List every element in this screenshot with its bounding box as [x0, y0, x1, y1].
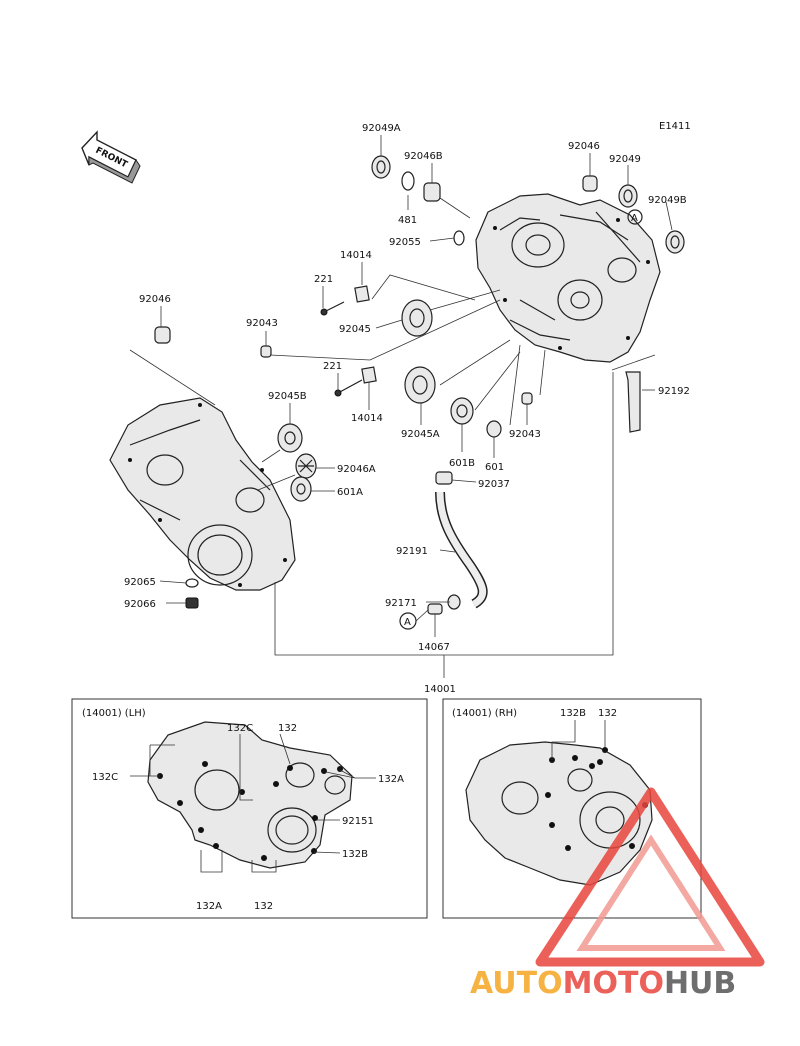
label-14014-mid: 14014	[351, 413, 383, 424]
label-92049: 92049	[609, 154, 641, 165]
svg-text:AUTOMOTOHUB: AUTOMOTOHUB	[470, 966, 736, 1001]
needle-bearing-92046A	[295, 453, 317, 479]
label-92043-right: 92043	[509, 429, 541, 440]
ball-bearing-92045B	[277, 423, 303, 453]
needle-bearing-92046B	[423, 182, 441, 202]
label-92043-left: 92043	[246, 318, 278, 329]
needle-bearing-92046-top	[582, 175, 598, 192]
plate-14014-mid	[361, 366, 377, 384]
label-92046-left: 92046	[139, 294, 171, 305]
label-92191: 92191	[396, 546, 428, 557]
right-crankcase-half	[475, 193, 661, 363]
lh-label-132B: 132B	[342, 849, 368, 860]
ball-bearing-601A	[290, 476, 312, 502]
figure-code: E1411	[659, 121, 691, 132]
pipe-92192	[625, 371, 641, 433]
lh-label-92151: 92151	[342, 816, 374, 827]
watermark-hub: HUB	[664, 966, 736, 1001]
label-92171: 92171	[385, 598, 417, 609]
label-14067: 14067	[418, 642, 450, 653]
dowel-pin-92043-right	[521, 392, 533, 405]
label-92046-top: 92046	[568, 141, 600, 152]
label-601A: 601A	[337, 487, 363, 498]
label-92046B: 92046B	[404, 151, 443, 162]
watermark-auto: AUTO	[470, 966, 563, 1001]
label-92045A: 92045A	[401, 429, 440, 440]
fitting-92037	[435, 471, 453, 485]
ball-bearing-601	[486, 420, 502, 438]
pipe-14067	[427, 603, 443, 615]
lh-inset-title: (14001) (LH)	[82, 708, 146, 719]
label-481: 481	[398, 215, 417, 226]
label-92049B: 92049B	[648, 195, 687, 206]
oil-seal-92049A	[371, 155, 391, 179]
label-92066: 92066	[124, 599, 156, 610]
ball-bearing-601B	[450, 397, 474, 425]
ball-bearing-92045A	[404, 366, 436, 404]
label-92192: 92192	[658, 386, 690, 397]
front-arrow-icon: FRONT	[81, 130, 141, 184]
label-92049A: 92049A	[362, 123, 401, 134]
label-14014-top: 14014	[340, 250, 372, 261]
label-14001: 14001	[424, 684, 456, 695]
watermark-moto: MOTO	[563, 966, 664, 1001]
label-92037: 92037	[478, 479, 510, 490]
lh-label-132C-left: 132C	[92, 772, 118, 783]
lh-label-132-top: 132	[278, 723, 297, 734]
lh-crankcase-inset: (14001) (LH) 132C 132 132C 132A 92151 13…	[71, 698, 428, 919]
label-92045B: 92045B	[268, 391, 307, 402]
circlip-481	[401, 171, 415, 191]
label-601B: 601B	[449, 458, 475, 469]
gasket-92065	[185, 578, 199, 588]
bolt-221-top	[320, 301, 345, 316]
reference-circle-a-top: A	[627, 209, 643, 225]
label-221-top: 221	[314, 274, 333, 285]
label-92055: 92055	[389, 237, 421, 248]
lh-label-132A-bottom: 132A	[196, 901, 222, 912]
oil-seal-92049B	[665, 230, 685, 254]
automotohub-watermark-logo: AUTOMOTOHUB	[470, 787, 765, 1001]
leader-lines	[129, 135, 673, 678]
left-crankcase-half	[109, 397, 296, 591]
label-601: 601	[485, 462, 504, 473]
svg-text:A: A	[404, 617, 411, 628]
lh-label-132A: 132A	[378, 774, 404, 785]
rh-label-132: 132	[598, 708, 617, 719]
label-92046A: 92046A	[337, 464, 376, 475]
lh-label-132-bottom: 132	[254, 901, 273, 912]
rh-label-132B: 132B	[560, 708, 586, 719]
svg-text:A: A	[631, 213, 638, 224]
lh-label-132C-top: 132C	[227, 723, 253, 734]
bolt-221-mid	[334, 379, 363, 397]
o-ring-92055	[453, 230, 465, 246]
rh-inset-title: (14001) (RH)	[452, 708, 517, 719]
ball-bearing-92045	[401, 299, 433, 337]
label-92045: 92045	[339, 324, 371, 335]
oil-seal-92049	[618, 184, 638, 208]
label-221-mid: 221	[323, 361, 342, 372]
label-92065: 92065	[124, 577, 156, 588]
plug-92066	[185, 597, 199, 609]
dowel-pin-92043-left	[260, 345, 272, 358]
plate-14014-top	[354, 285, 370, 303]
reference-circle-a-bottom: A	[399, 612, 417, 630]
hose-92191	[435, 491, 488, 609]
needle-bearing-92046-left	[154, 326, 171, 344]
